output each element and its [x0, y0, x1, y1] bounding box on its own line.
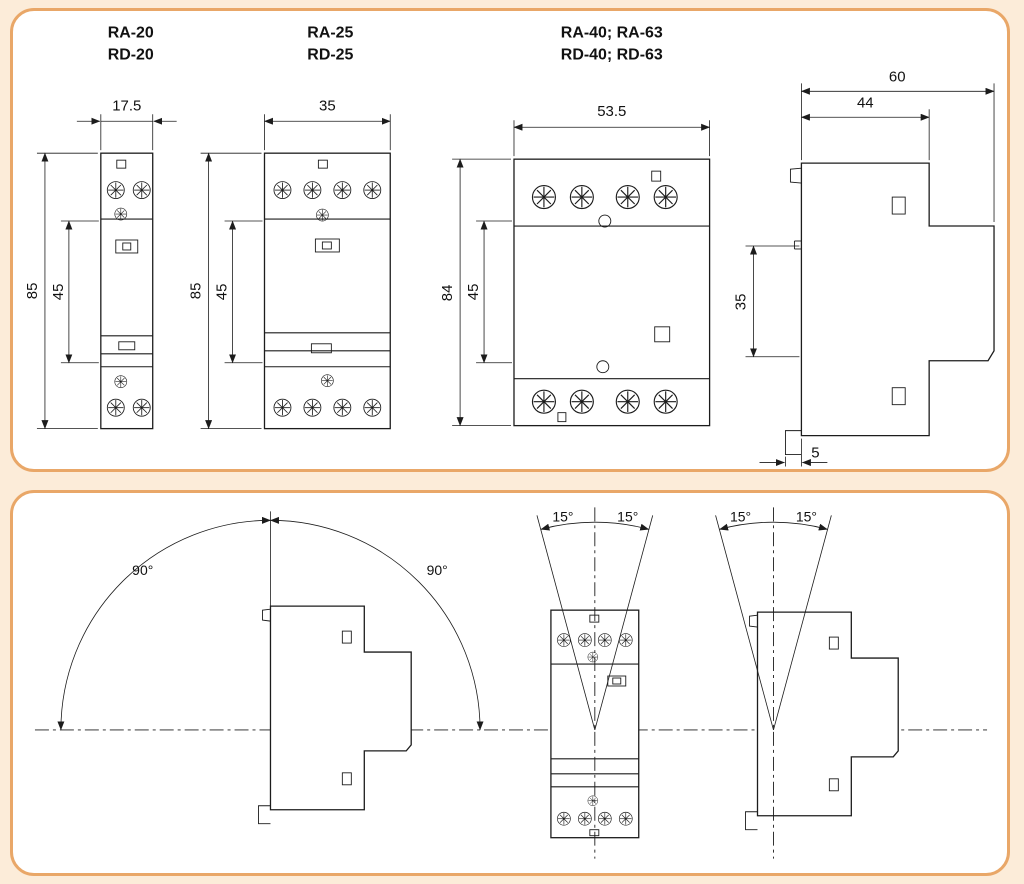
- dimensions-panel: RA-20 RD-20 RA-25 RD-25 RA-40; RA-63 RD-…: [10, 8, 1010, 472]
- dim-rail-height-label: 35: [733, 294, 750, 311]
- tilt-side-right-label: 15°: [796, 508, 817, 524]
- front-view-ra40: [513, 158, 711, 427]
- tilt-side-left-label: 15°: [730, 508, 751, 524]
- tilt-front-left-label: 15°: [552, 508, 573, 524]
- dim-depth-body-label: 44: [857, 94, 874, 111]
- dim-width-front3: 53.5: [513, 103, 711, 157]
- model-label-rd20: RD-20: [108, 46, 154, 63]
- front-view-ra25: [263, 152, 391, 430]
- dim-rail-height: 35: [733, 245, 800, 358]
- rotation-diagram: 90° 90°: [57, 511, 484, 825]
- model-label-rd25: RD-25: [307, 46, 353, 63]
- dim-inner-front1: 45: [50, 220, 99, 364]
- model-label-ra25: RA-25: [307, 24, 353, 41]
- rotation-left-label: 90°: [132, 562, 153, 578]
- mounting-positions-panel: 90° 90° 15°: [10, 490, 1010, 876]
- model-label-rd40-63: RD-40; RD-63: [561, 46, 663, 63]
- dim-height-front3: 84: [439, 158, 511, 427]
- dim-width-front3-label: 53.5: [597, 103, 626, 120]
- dim-depth-total: 60: [800, 68, 995, 223]
- dim-depth-body: 44: [800, 94, 930, 161]
- dim-height-front1-label: 85: [24, 283, 41, 300]
- model-label-ra40-63: RA-40; RA-63: [561, 24, 663, 41]
- tilt-side-diagram: 15° 15°: [715, 507, 899, 859]
- rotation-right-label: 90°: [427, 562, 448, 578]
- dim-inner-front2: 45: [214, 220, 263, 364]
- dim-height-front2-label: 85: [188, 283, 205, 300]
- mounting-position-drawings: 90° 90° 15°: [34, 507, 988, 859]
- model-label-ra20: RA-20: [108, 24, 154, 41]
- tilt-front-right-label: 15°: [617, 508, 638, 524]
- side-view: [784, 162, 995, 456]
- front-view-ra20: [100, 152, 154, 430]
- dim-inner-front3-label: 45: [465, 284, 482, 301]
- tilt-front-diagram: 15° 15°: [536, 507, 654, 859]
- dim-width-front2-label: 35: [319, 97, 336, 114]
- dim-clip-offset-label: 5: [811, 445, 819, 462]
- dim-width-front1-label: 17.5: [112, 97, 141, 114]
- dim-height-front2: 85: [188, 152, 262, 430]
- dim-depth-total-label: 60: [889, 68, 906, 85]
- dim-height-front3-label: 84: [439, 285, 456, 302]
- dimension-drawings: RA-20 RD-20 RA-25 RD-25 RA-40; RA-63 RD-…: [24, 24, 995, 467]
- dim-inner-front2-label: 45: [214, 284, 231, 301]
- dim-height-front1: 85: [24, 152, 98, 430]
- dim-inner-front3: 45: [465, 220, 512, 364]
- dim-width-front1: 17.5: [76, 97, 177, 151]
- dim-inner-front1-label: 45: [50, 284, 67, 301]
- dim-width-front2: 35: [263, 97, 391, 151]
- dim-clip-offset: 5: [759, 438, 828, 467]
